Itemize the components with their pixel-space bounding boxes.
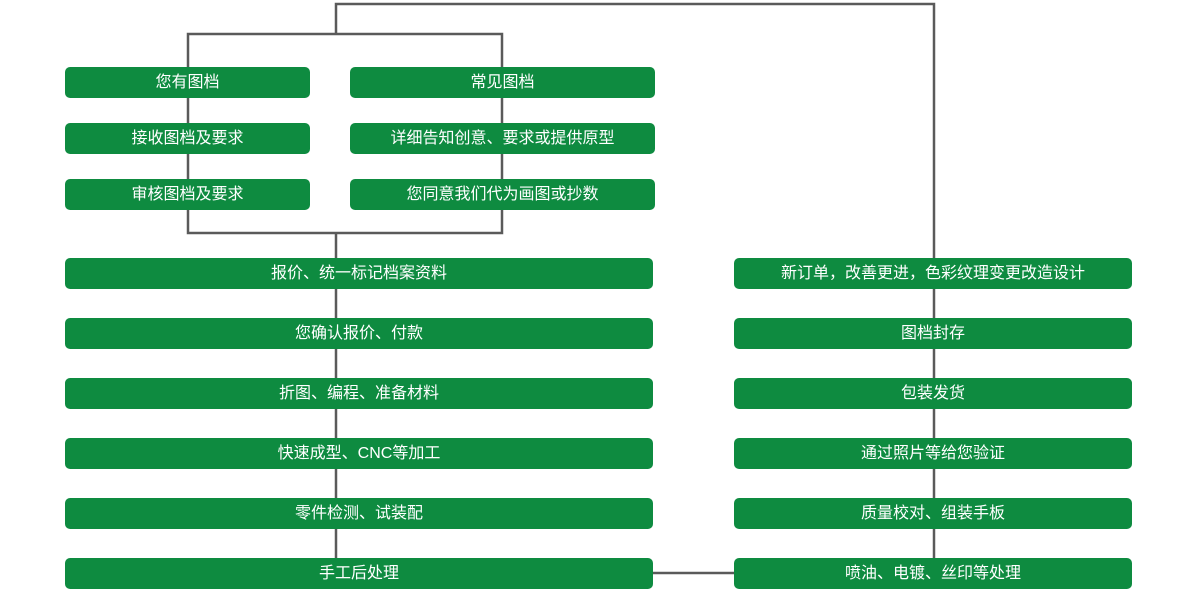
connector-return-loop <box>334 2 936 574</box>
node-quality-check-assemble: 质量校对、组装手板 <box>734 498 1132 529</box>
node-quote-archive: 报价、统一标记档案资料 <box>65 258 653 289</box>
node-receive-drawings: 接收图档及要求 <box>65 123 310 154</box>
node-archive-drawings: 图档封存 <box>734 318 1132 349</box>
node-cam-programming-materials: 折图、编程、准备材料 <box>65 378 653 409</box>
node-rapid-prototyping-cnc: 快速成型、CNC等加工 <box>65 438 653 469</box>
node-confirm-quote-payment: 您确认报价、付款 <box>65 318 653 349</box>
node-common-drawings: 常见图档 <box>350 67 655 98</box>
node-part-inspection-assembly: 零件检测、试装配 <box>65 498 653 529</box>
node-describe-idea: 详细告知创意、要求或提供原型 <box>350 123 655 154</box>
node-you-have-drawings: 您有图档 <box>65 67 310 98</box>
node-review-drawings: 审核图档及要求 <box>65 179 310 210</box>
node-pack-ship: 包装发货 <box>734 378 1132 409</box>
node-agree-drafting: 您同意我们代为画图或抄数 <box>350 179 655 210</box>
node-manual-post-processing: 手工后处理 <box>65 558 653 589</box>
node-new-order-redesign: 新订单，改善更进，色彩纹理变更改造设计 <box>734 258 1132 289</box>
node-paint-plating-silkscreen: 喷油、电镀、丝印等处理 <box>734 558 1132 589</box>
node-verify-by-photos: 通过照片等给您验证 <box>734 438 1132 469</box>
